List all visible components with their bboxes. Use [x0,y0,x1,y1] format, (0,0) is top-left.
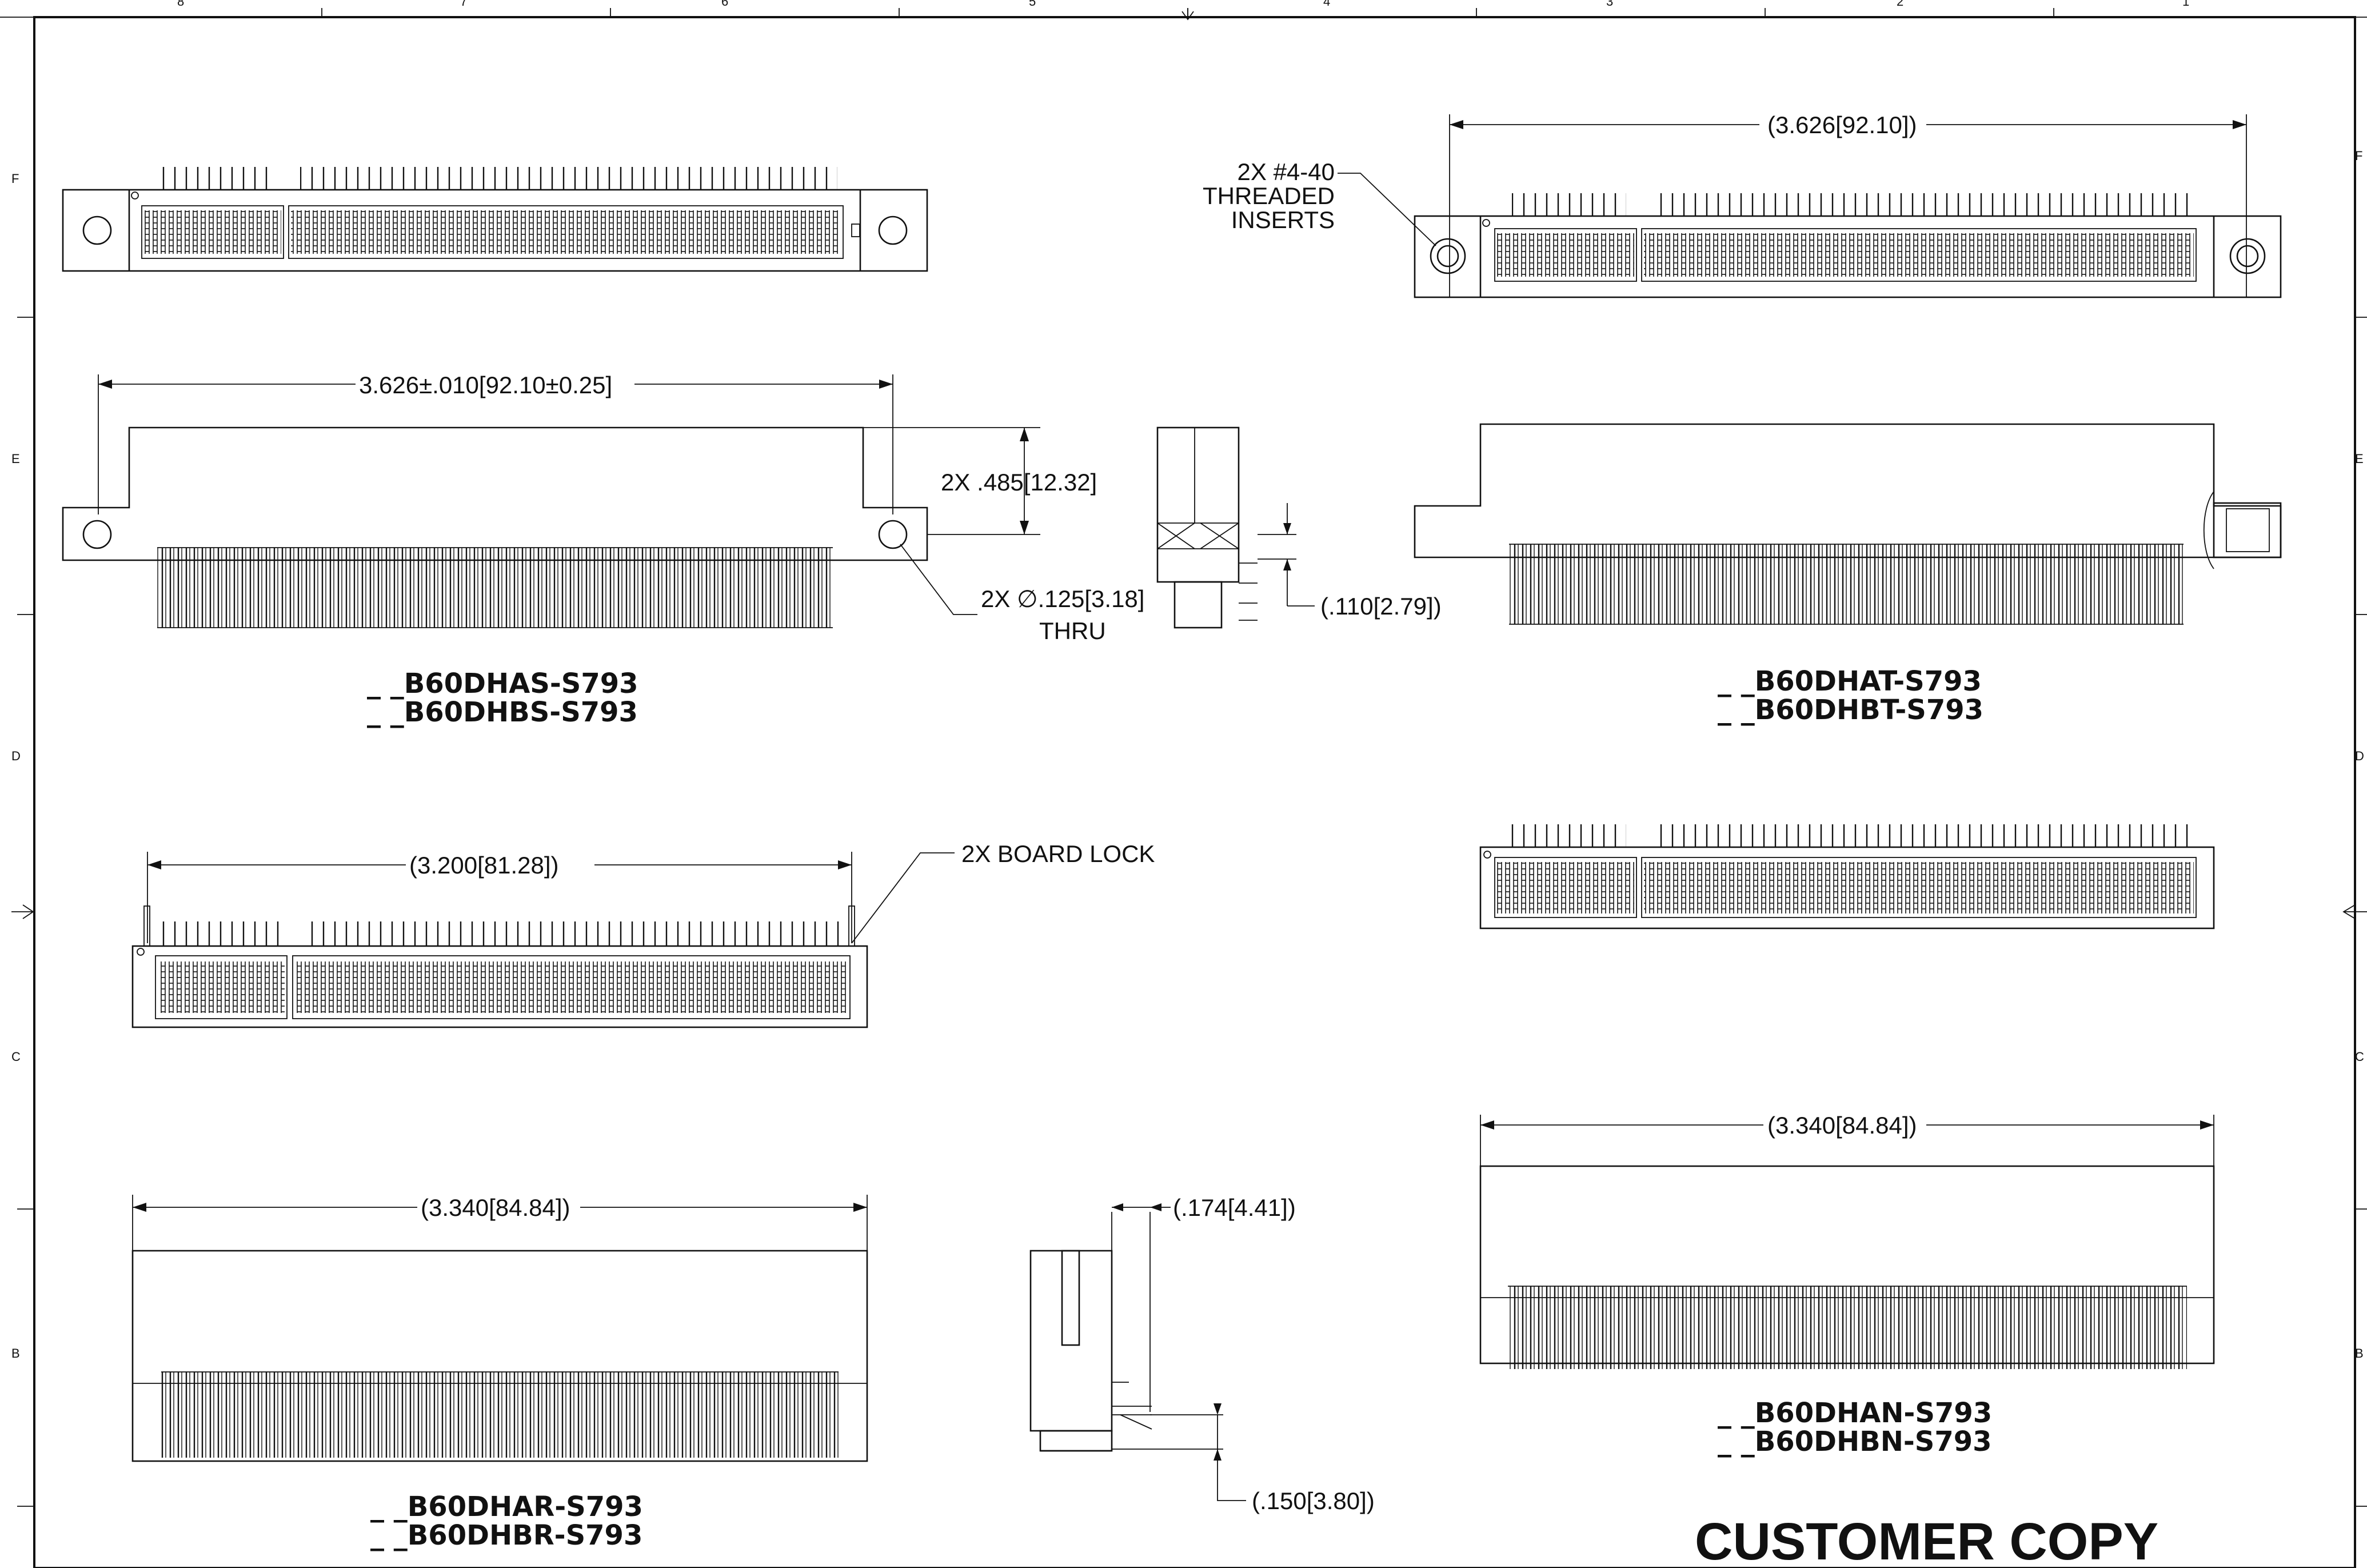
dim-inserts-line2: THREADED [1203,182,1335,209]
customer-copy-stamp: CUSTOMER COPY [1695,1513,2158,1568]
part-number-t-2: _ _B60DHBT-S793 [1718,694,1983,726]
col-label-5: 5 [1029,0,1036,9]
side-view-r: (3.340[84.84]) [131,1194,868,1462]
row-label-D-left: D [11,749,21,763]
end-view-middle: (.110[2.79]) [1156,426,1442,629]
dim-side-height: 2X .485[12.32] [941,469,1097,496]
part-number-n-2: _ _B60DHBN-S793 [1718,1426,1992,1458]
top-right-plan-view: (3.626[92.10]) 2X #4-40 THREADED INSERTS [1203,111,2282,298]
col-label-8: 8 [177,0,184,9]
col-label-6: 6 [721,0,728,9]
side-view-t [1414,423,2282,625]
row-label-E-left: E [11,452,20,466]
dim-inserts-line3: INSERTS [1231,206,1335,233]
dim-hole-diameter: 2X ∅.125[3.18] [981,585,1144,612]
col-label-1: 1 [2182,0,2189,9]
col-label-3: 3 [1606,0,1613,9]
part-number-r-1: _ _B60DHAR-S793 [370,1491,643,1523]
end-view-bottom: (.174[4.41]) (.150[3.80]) [1029,1194,1375,1514]
dim-hole-thru: THRU [1039,617,1106,644]
dim-bottom-end-top: (.174[4.41]) [1173,1194,1296,1221]
right-middle-plan-view [1479,824,2215,929]
dim-width-top-right: (3.626[92.10]) [1767,111,1917,138]
dim-board-lock-width: (3.200[81.28]) [409,852,559,879]
dim-side-width: 3.626±.010[92.10±0.25] [359,372,612,398]
part-number-s-2: _ _B60DHBS-S793 [367,696,638,728]
row-label-B-left: B [11,1346,20,1360]
part-number-r-2: _ _B60DHBR-S793 [370,1519,642,1551]
board-lock-view: (3.200[81.28]) 2X BOARD LOCK [131,840,1155,1028]
row-label-B-right: B [2355,1346,2364,1360]
top-left-plan-view [62,167,928,272]
center-arrow-left [11,904,34,919]
dim-bottom-end-bottom: (.150[3.80]) [1252,1487,1375,1514]
col-label-2: 2 [1897,0,1903,9]
part-number-t-1: _ _B60DHAT-S793 [1718,665,1982,697]
side-view-n: (3.340[84.84]) [1479,1112,2215,1369]
mount-hole-icon [878,520,908,549]
mount-hole-icon [82,520,112,549]
row-label-F-left: F [11,171,19,186]
col-label-7: 7 [460,0,467,9]
row-label-D-right: D [2355,749,2364,763]
threaded-insert-icon [1430,238,1466,274]
threaded-insert-icon [2229,238,2266,274]
side-view-s: 3.626±.010[92.10±0.25] 2X .485[12.32] 2X… [62,372,1144,644]
part-number-n-1: _ _B60DHAN-S793 [1718,1397,1992,1429]
dim-end-offset: (.110[2.79]) [1320,593,1442,620]
dim-inserts-line1: 2X #4-40 [1238,158,1335,185]
row-label-C-left: C [11,1050,21,1064]
mount-hole-icon [878,216,908,245]
part-number-s-1: _ _B60DHAS-S793 [367,668,638,700]
dim-bottom-left-width: (3.340[84.84]) [421,1194,570,1221]
col-label-4: 4 [1323,0,1330,9]
center-arrow-top [1181,8,1194,21]
row-label-E-right: E [2355,452,2364,466]
mount-hole-icon [82,216,112,245]
row-label-F-right: F [2355,149,2362,163]
row-label-C-right: C [2355,1050,2364,1064]
center-arrow-right [2342,904,2367,919]
dim-right-mid-width: (3.340[84.84]) [1767,1112,1917,1139]
dim-board-lock-label: 2X BOARD LOCK [961,840,1155,867]
